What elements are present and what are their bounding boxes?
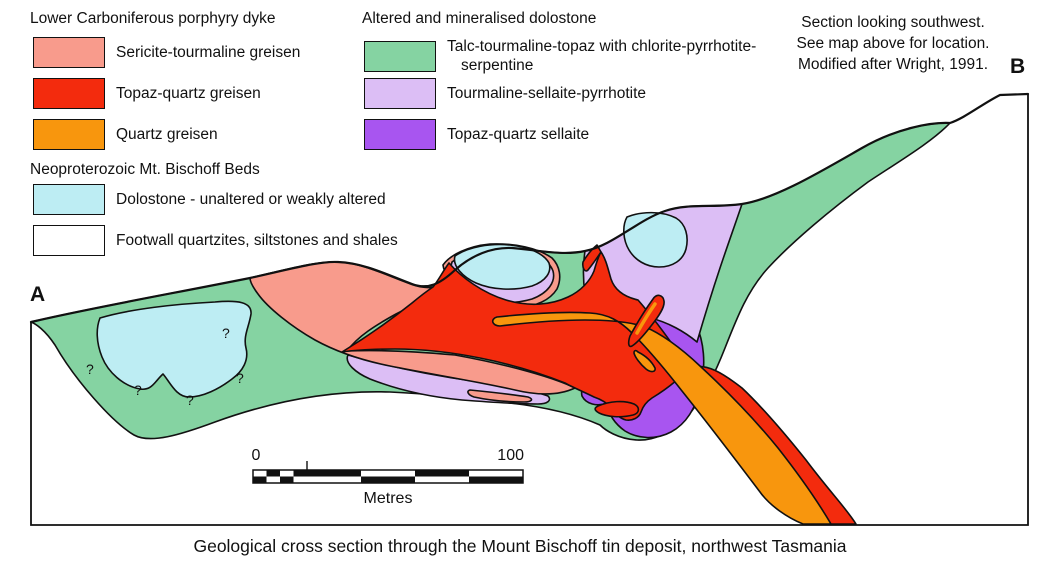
region-quartz-sliver	[633, 349, 656, 373]
legend-label-sericite: Sericite-tourmaline greisen	[116, 44, 301, 61]
legend-swatch-topaz-quartz-greisen	[33, 78, 105, 109]
legend-label-footwall: Footwall quartzites, siltstones and shal…	[116, 232, 398, 249]
legend-label-topaz-quartz-sellaite: Topaz-quartz sellaite	[447, 126, 590, 143]
question-mark: ?	[186, 392, 194, 408]
legend-swatch-dolostone	[33, 184, 105, 215]
legend-label-topaz-quartz-greisen: Topaz-quartz greisen	[116, 85, 261, 102]
legend-header-beds: Neoproterozoic Mt. Bischoff Beds	[30, 161, 260, 178]
scale-unit-label: Metres	[364, 490, 413, 507]
legend-item-talc: Talc-tourmaline-topaz with chlorite-pyrr…	[364, 37, 761, 75]
legend-item-tourmaline-sellaite: Tourmaline-sellaite-pyrrhotite	[364, 78, 646, 109]
region-dolostone-upper-right	[623, 211, 688, 268]
section-end-label-b: B	[1010, 55, 1026, 78]
scale-start-label: 0	[252, 447, 261, 464]
legend-header-porphyry: Lower Carboniferous porphyry dyke	[30, 10, 276, 27]
legend-item-quartz-greisen: Quartz greisen	[33, 119, 218, 150]
question-mark: ?	[236, 370, 244, 386]
legend-label-talc: Talc-tourmaline-topaz with chlorite-pyrr…	[447, 38, 757, 74]
legend-swatch-topaz-quartz-sellaite	[364, 119, 436, 150]
legend-swatch-quartz-greisen	[33, 119, 105, 150]
legend-swatch-tourmaline-sellaite	[364, 78, 436, 109]
legend-item-topaz-quartz-sellaite: Topaz-quartz sellaite	[364, 119, 589, 150]
scale-bar: 0 100 Metres	[252, 447, 525, 507]
scale-end-label: 100	[497, 447, 524, 464]
region-red-hook	[594, 400, 640, 418]
query-marks: ? ? ? ? ?	[86, 325, 244, 408]
question-mark: ?	[222, 325, 230, 341]
orientation-notes: Section looking southwest. See map above…	[770, 12, 1016, 75]
region-dolostone-left	[96, 300, 252, 398]
legend-item-dolostone: Dolostone - unaltered or weakly altered	[33, 184, 386, 215]
note-line-2: See map above for location.	[796, 35, 990, 52]
legend-swatch-footwall	[33, 225, 105, 256]
question-mark: ?	[134, 382, 142, 398]
region-orange-branch-core	[635, 302, 657, 335]
legend-item-footwall: Footwall quartzites, siltstones and shal…	[33, 225, 398, 256]
legend-label-tourmaline-sellaite: Tourmaline-sellaite-pyrrhotite	[447, 85, 646, 102]
note-line-3: Modified after Wright, 1991.	[797, 56, 989, 73]
note-line-1: Section looking southwest.	[801, 14, 985, 31]
legend-item-sericite: Sericite-tourmaline greisen	[33, 37, 300, 68]
surface-line	[29, 92, 1030, 324]
figure-caption: Geological cross section through the Mou…	[193, 536, 847, 556]
legend-header-altered: Altered and mineralised dolostone	[362, 10, 597, 27]
question-mark: ?	[86, 361, 94, 377]
region-sericite-sliver	[467, 389, 533, 403]
legend-swatch-sericite	[33, 37, 105, 68]
legend-label-quartz-greisen: Quartz greisen	[116, 126, 218, 143]
legend-label-dolostone: Dolostone - unaltered or weakly altered	[116, 191, 386, 208]
legend-swatch-talc	[364, 40, 436, 72]
region-red-spike	[582, 244, 602, 272]
section-end-label-a: A	[30, 283, 46, 306]
legend-item-topaz-quartz-greisen: Topaz-quartz greisen	[33, 78, 261, 109]
section-frame	[30, 94, 1029, 526]
